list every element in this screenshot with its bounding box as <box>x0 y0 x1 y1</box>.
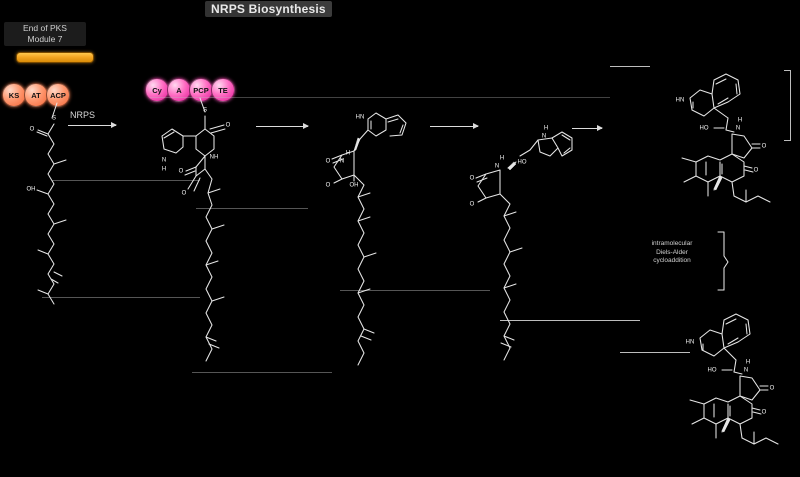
svg-text:O: O <box>179 169 184 175</box>
guide-rail-5 <box>340 290 490 291</box>
svg-text:N: N <box>162 158 166 164</box>
guide-rail-3 <box>196 208 308 209</box>
arrow-nrps-label: NRPS <box>70 110 96 120</box>
svg-text:HO: HO <box>700 126 709 132</box>
domain-acp[interactable]: ACP <box>46 83 70 107</box>
svg-text:O: O <box>470 176 475 182</box>
svg-text:HN: HN <box>686 340 695 346</box>
structure-cyclized-thioester: S O NH N H O O <box>161 108 231 362</box>
rail-top-left <box>610 66 650 67</box>
svg-text:H: H <box>162 167 166 173</box>
domain-te[interactable]: TE <box>211 78 235 102</box>
svg-text:OH: OH <box>350 183 359 189</box>
svg-text:O: O <box>182 191 187 197</box>
svg-text:O: O <box>30 127 35 133</box>
svg-text:O: O <box>754 168 759 174</box>
svg-text:N: N <box>736 126 740 132</box>
svg-text:HN: HN <box>356 115 365 121</box>
diels-alder-line1: intramolecular <box>651 240 693 247</box>
arrow-2 <box>256 123 309 129</box>
guide-rail-4 <box>192 372 332 373</box>
structure-indole-tetramate: HN H N O OH O <box>326 112 407 366</box>
svg-text:N: N <box>542 134 546 140</box>
domain-at[interactable]: AT <box>24 83 48 107</box>
svg-text:N: N <box>340 159 344 165</box>
guide-rail-2 <box>42 297 200 298</box>
svg-text:HO: HO <box>518 160 527 166</box>
rail-top-right-cap2 <box>784 140 791 141</box>
svg-text:H: H <box>500 156 504 162</box>
svg-text:HO: HO <box>708 368 717 374</box>
svg-text:O: O <box>762 144 767 150</box>
structure-decalin-product-bottom: HN HO H N O O <box>686 313 779 445</box>
page-title: NRPS Biosynthesis <box>205 1 332 17</box>
svg-text:H: H <box>738 118 742 124</box>
domain-a[interactable]: A <box>167 78 191 102</box>
svg-text:HN: HN <box>676 98 685 104</box>
arrow-diels-alder <box>717 231 729 291</box>
svg-text:O: O <box>762 410 767 416</box>
diels-alder-note: intramolecular Diels-Alder cycloaddition <box>630 240 714 266</box>
pks-module-line1: End of PKS <box>23 23 67 33</box>
arrow-nrps <box>68 122 117 128</box>
arrow-4 <box>572 125 603 131</box>
structure-polyketide-thioester: S O OH <box>27 116 67 305</box>
rail-top-right-cap1 <box>784 70 791 71</box>
structure-macrocyclic-product-top: HN HO H N O O <box>676 73 771 203</box>
svg-text:N: N <box>744 368 748 374</box>
svg-text:O: O <box>326 183 331 189</box>
svg-text:H: H <box>544 126 548 132</box>
pks-module-label: End of PKS Module 7 <box>4 22 86 46</box>
rail-bottom <box>500 320 640 321</box>
svg-text:S: S <box>203 108 207 114</box>
svg-text:O: O <box>226 123 231 129</box>
diels-alder-line3: cycloaddition <box>653 257 691 264</box>
svg-text:H: H <box>746 360 750 366</box>
svg-text:O: O <box>770 386 775 392</box>
svg-text:O: O <box>326 159 331 165</box>
rail-bottom-2 <box>620 352 690 353</box>
guide-rail-6 <box>150 97 610 98</box>
diels-alder-line2: Diels-Alder <box>656 248 688 256</box>
svg-text:NH: NH <box>210 155 219 161</box>
svg-text:S: S <box>52 116 56 122</box>
svg-text:H: H <box>346 151 350 157</box>
svg-text:O: O <box>470 202 475 208</box>
svg-text:N: N <box>495 164 499 170</box>
arrow-3 <box>430 123 479 129</box>
svg-text:OH: OH <box>27 187 36 193</box>
guide-rail-1 <box>52 180 200 181</box>
rail-top-right <box>790 70 791 140</box>
structure-tetramic-acid: H N HO H N O O <box>470 126 573 361</box>
pks-module-line2: Module 7 <box>27 34 63 44</box>
domain-ks[interactable]: KS <box>2 83 26 107</box>
pks-module-bar <box>16 52 94 63</box>
domain-pcp[interactable]: PCP <box>189 78 213 102</box>
